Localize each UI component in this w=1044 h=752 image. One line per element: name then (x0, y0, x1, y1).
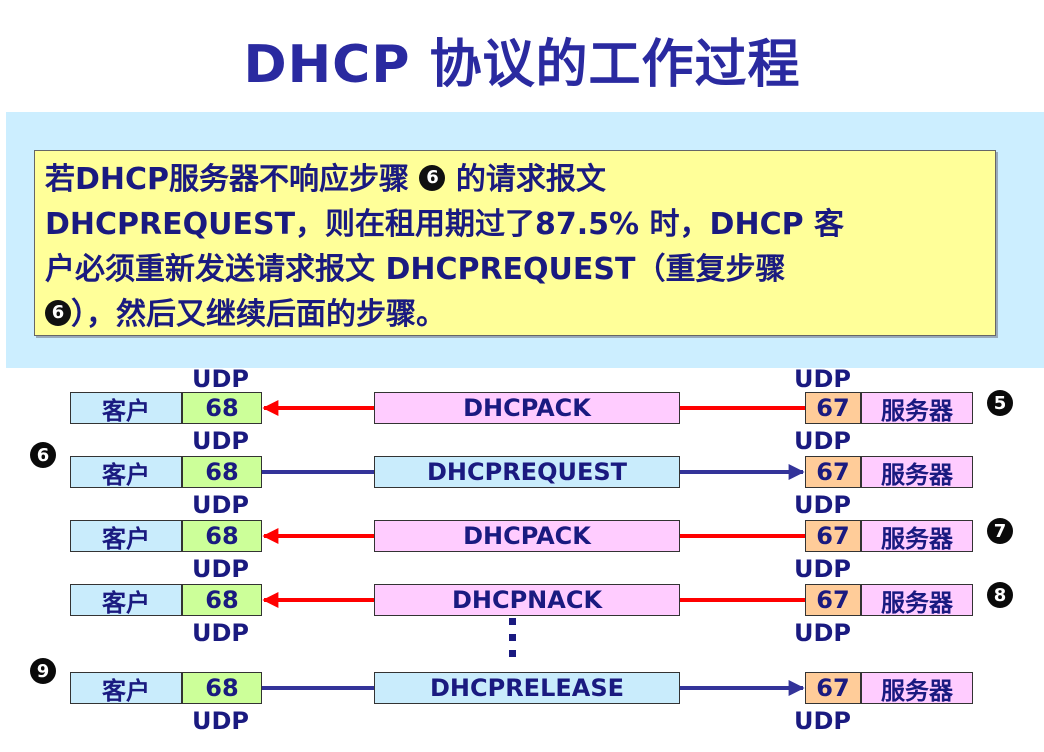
udp-label-server: UDP (794, 555, 851, 583)
server-port-box: 67 (805, 672, 861, 704)
udp-label-client: UDP (192, 491, 249, 519)
message-dhcpnack: DHCPNACK (374, 584, 680, 616)
step-6-circle-icon: 6 (419, 164, 446, 191)
step-9-circle-icon: 9 (30, 658, 56, 684)
step-8-circle-icon: 8 (987, 582, 1013, 608)
page-title: DHCP 协议的工作过程 (243, 35, 801, 95)
udp-label-server: UDP (794, 365, 851, 393)
client-box: 客户 (70, 520, 182, 553)
server-box: 服务器 (861, 520, 973, 553)
step-6-circle-icon: 6 (45, 299, 71, 326)
client-port-box: 68 (182, 672, 262, 704)
message-dhcprelease: DHCPRELEASE (374, 672, 680, 704)
client-port-box: 68 (182, 456, 262, 488)
server-box: 服务器 (861, 456, 973, 489)
client-box: 客户 (70, 584, 182, 617)
udp-label-client: UDP (192, 619, 249, 647)
server-port-box: 67 (805, 520, 861, 552)
udp-label-server: UDP (794, 619, 851, 647)
server-box: 服务器 (861, 584, 973, 617)
client-port-box: 68 (182, 584, 262, 616)
note-line4b: ），然后又继续后面的步骤。 (71, 297, 446, 332)
note-line3: 户必须重新发送请求报文 DHCPREQUEST（重复步骤 (45, 252, 786, 287)
message-dhcpack: DHCPACK (374, 520, 680, 552)
note-box: 若DHCP服务器不响应步骤 6 的请求报文 DHCPREQUEST，则在租用期过… (34, 150, 996, 336)
step-7-circle-icon: 7 (987, 518, 1013, 544)
udp-label-client: UDP (192, 555, 249, 583)
message-dhcprequest: DHCPREQUEST (374, 456, 680, 488)
client-box: 客户 (70, 456, 182, 489)
client-port-box: 68 (182, 520, 262, 552)
step-6-circle-icon: 6 (30, 442, 56, 468)
server-box: 服务器 (861, 672, 973, 705)
udp-label-server: UDP (794, 427, 851, 455)
server-port-box: 67 (805, 456, 861, 488)
note-line1a: 若DHCP服务器不响应步骤 (45, 162, 420, 197)
udp-label-server: UDP (794, 707, 851, 735)
note-line1b: 的请求报文 (445, 162, 606, 197)
note-line2: DHCPREQUEST，则在租用期过了87.5% 时，DHCP 客 (45, 207, 845, 242)
message-dhcpack: DHCPACK (374, 392, 680, 424)
udp-label-server: UDP (794, 491, 851, 519)
udp-label-client: UDP (192, 427, 249, 455)
server-port-box: 67 (805, 392, 861, 424)
client-port-box: 68 (182, 392, 262, 424)
client-box: 客户 (70, 672, 182, 705)
udp-label-client: UDP (192, 365, 249, 393)
udp-label-client: UDP (192, 707, 249, 735)
server-box: 服务器 (861, 392, 973, 425)
client-box: 客户 (70, 392, 182, 425)
step-5-circle-icon: 5 (987, 390, 1013, 416)
ellipsis-dots (509, 618, 517, 666)
server-port-box: 67 (805, 584, 861, 616)
